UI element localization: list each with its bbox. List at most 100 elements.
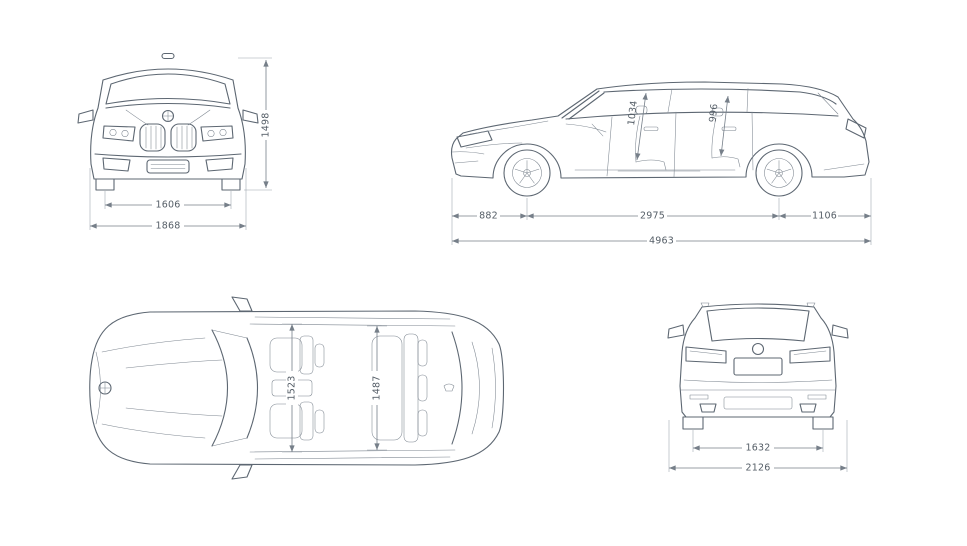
side-car-outline [450,81,870,197]
dim-front-height: 1498 [238,57,272,191]
passenger-seat-cushion [269,403,303,439]
dim-front-track-width: 1606 [104,191,232,211]
dim-label-wheelbase: 2975 [640,211,665,222]
diffuser [723,396,793,410]
dim-label-front-height: 1498 [261,113,272,138]
antenna-fin [443,383,455,392]
top-silhouette [89,310,505,466]
hood-crease [105,102,231,109]
front-car-outline [77,52,259,191]
rear-mirror-left [667,324,685,339]
roof-rail-right [806,302,816,308]
dashboard [565,123,607,133]
hood-inner-2 [125,407,223,417]
front-wheel-spokes [514,160,540,184]
dim-label-rear-overhang: 1106 [812,211,837,222]
hood-line-top-2 [101,423,206,439]
dim-top-front-interior-width: 1523 [282,323,302,453]
hood-inner-1 [125,359,223,369]
headlight-left-ring-2 [121,130,129,137]
rear-mirror-right [831,324,849,339]
rear-bumper-side [823,163,865,171]
tailgate-edge-arc [491,347,496,429]
rear-seat-cushion [711,156,741,168]
rear-silhouette [679,303,837,418]
roundel-cross-top [98,381,112,395]
front-wheel-tire [503,149,551,197]
roundel-cross [162,110,174,122]
windshield [105,73,231,105]
d-pillar [817,92,839,115]
kidney-grille-left [139,123,166,152]
windshield-base-arc [211,329,229,447]
top-car-outline [89,296,505,480]
front-wheel-rim [512,158,542,188]
dim-side-bottom: 882 2975 1106 4963 [451,178,872,247]
roof-rail-upper [254,316,451,320]
rear-window-arc-1 [451,331,463,445]
passenger-seat-back [299,401,314,441]
front-body-silhouette [90,68,246,180]
dim-rear-track-width: 1632 [692,430,824,454]
dim-front-overall-width: 1868 [89,168,247,232]
roof-antenna [161,52,175,60]
beltline [565,111,839,120]
left-mirror [77,109,94,124]
dim-label-front-interior-height: 1034 [626,100,640,126]
reflector-right [807,394,827,400]
taillight-rear-right [789,346,831,364]
hood-line-left [125,109,149,126]
reflector-left [689,394,709,400]
dim-label-front-interior-width: 1523 [287,376,298,401]
center-air-intake [146,159,190,174]
front-view: 1498 1606 1868 [77,52,272,232]
dim-side-rear-interior-height: 996 [708,95,730,157]
license-plate [733,357,783,376]
passenger-headrest [314,409,325,434]
roof-rail-left [700,302,710,308]
grille-slats [145,125,193,150]
door-seam-rear [751,111,754,171]
rear-wheel-spokes [766,160,792,184]
rear-seat-back [711,117,717,159]
dim-label-rear-interior-width: 1487 [372,376,383,401]
a-pillar-top-2 [211,437,248,447]
rear-view: 1632 2126 [667,302,849,474]
rear-window-arc-2 [471,341,480,435]
rear-wheel-tire [755,149,803,197]
taillight-rear-left [685,346,727,364]
exhaust-right [799,403,817,413]
front-tire-left [95,178,115,191]
headlight-left [102,125,136,142]
bmw-roundel-rear [751,342,765,356]
intake-slats [150,164,186,169]
hood-line-right [187,109,211,126]
steering-wheel [591,123,604,137]
rear-tire-right [812,416,834,430]
side-silhouette [450,81,870,179]
dim-label-rear-overall-width: 2126 [746,463,771,474]
headlight-right-ring-2 [207,130,215,137]
belt-lower [249,449,456,453]
door-seam-mid [673,111,677,178]
driver-seat-cushion [269,337,303,373]
a-pillar-top-1 [211,329,248,339]
dim-label-front-overall-width: 1868 [156,221,181,232]
rear-headrest-left [417,339,428,367]
hood-cut [469,120,549,135]
dim-label-rear-interior-height: 996 [708,103,721,123]
headlight-right-ring-1 [219,129,227,136]
front-seat-cushion [635,159,667,171]
dim-rear-overall-width: 2126 [668,420,848,474]
rear-tire-left [682,416,704,430]
glasshouse-top [603,88,837,105]
driver-headrest [314,343,325,368]
belt-upper [249,323,456,327]
right-mirror [242,109,259,124]
headlight-left-ring-1 [109,129,117,136]
bumper-crease [94,153,242,158]
side-intake-right [205,157,234,172]
driver-seat-back [299,335,314,375]
